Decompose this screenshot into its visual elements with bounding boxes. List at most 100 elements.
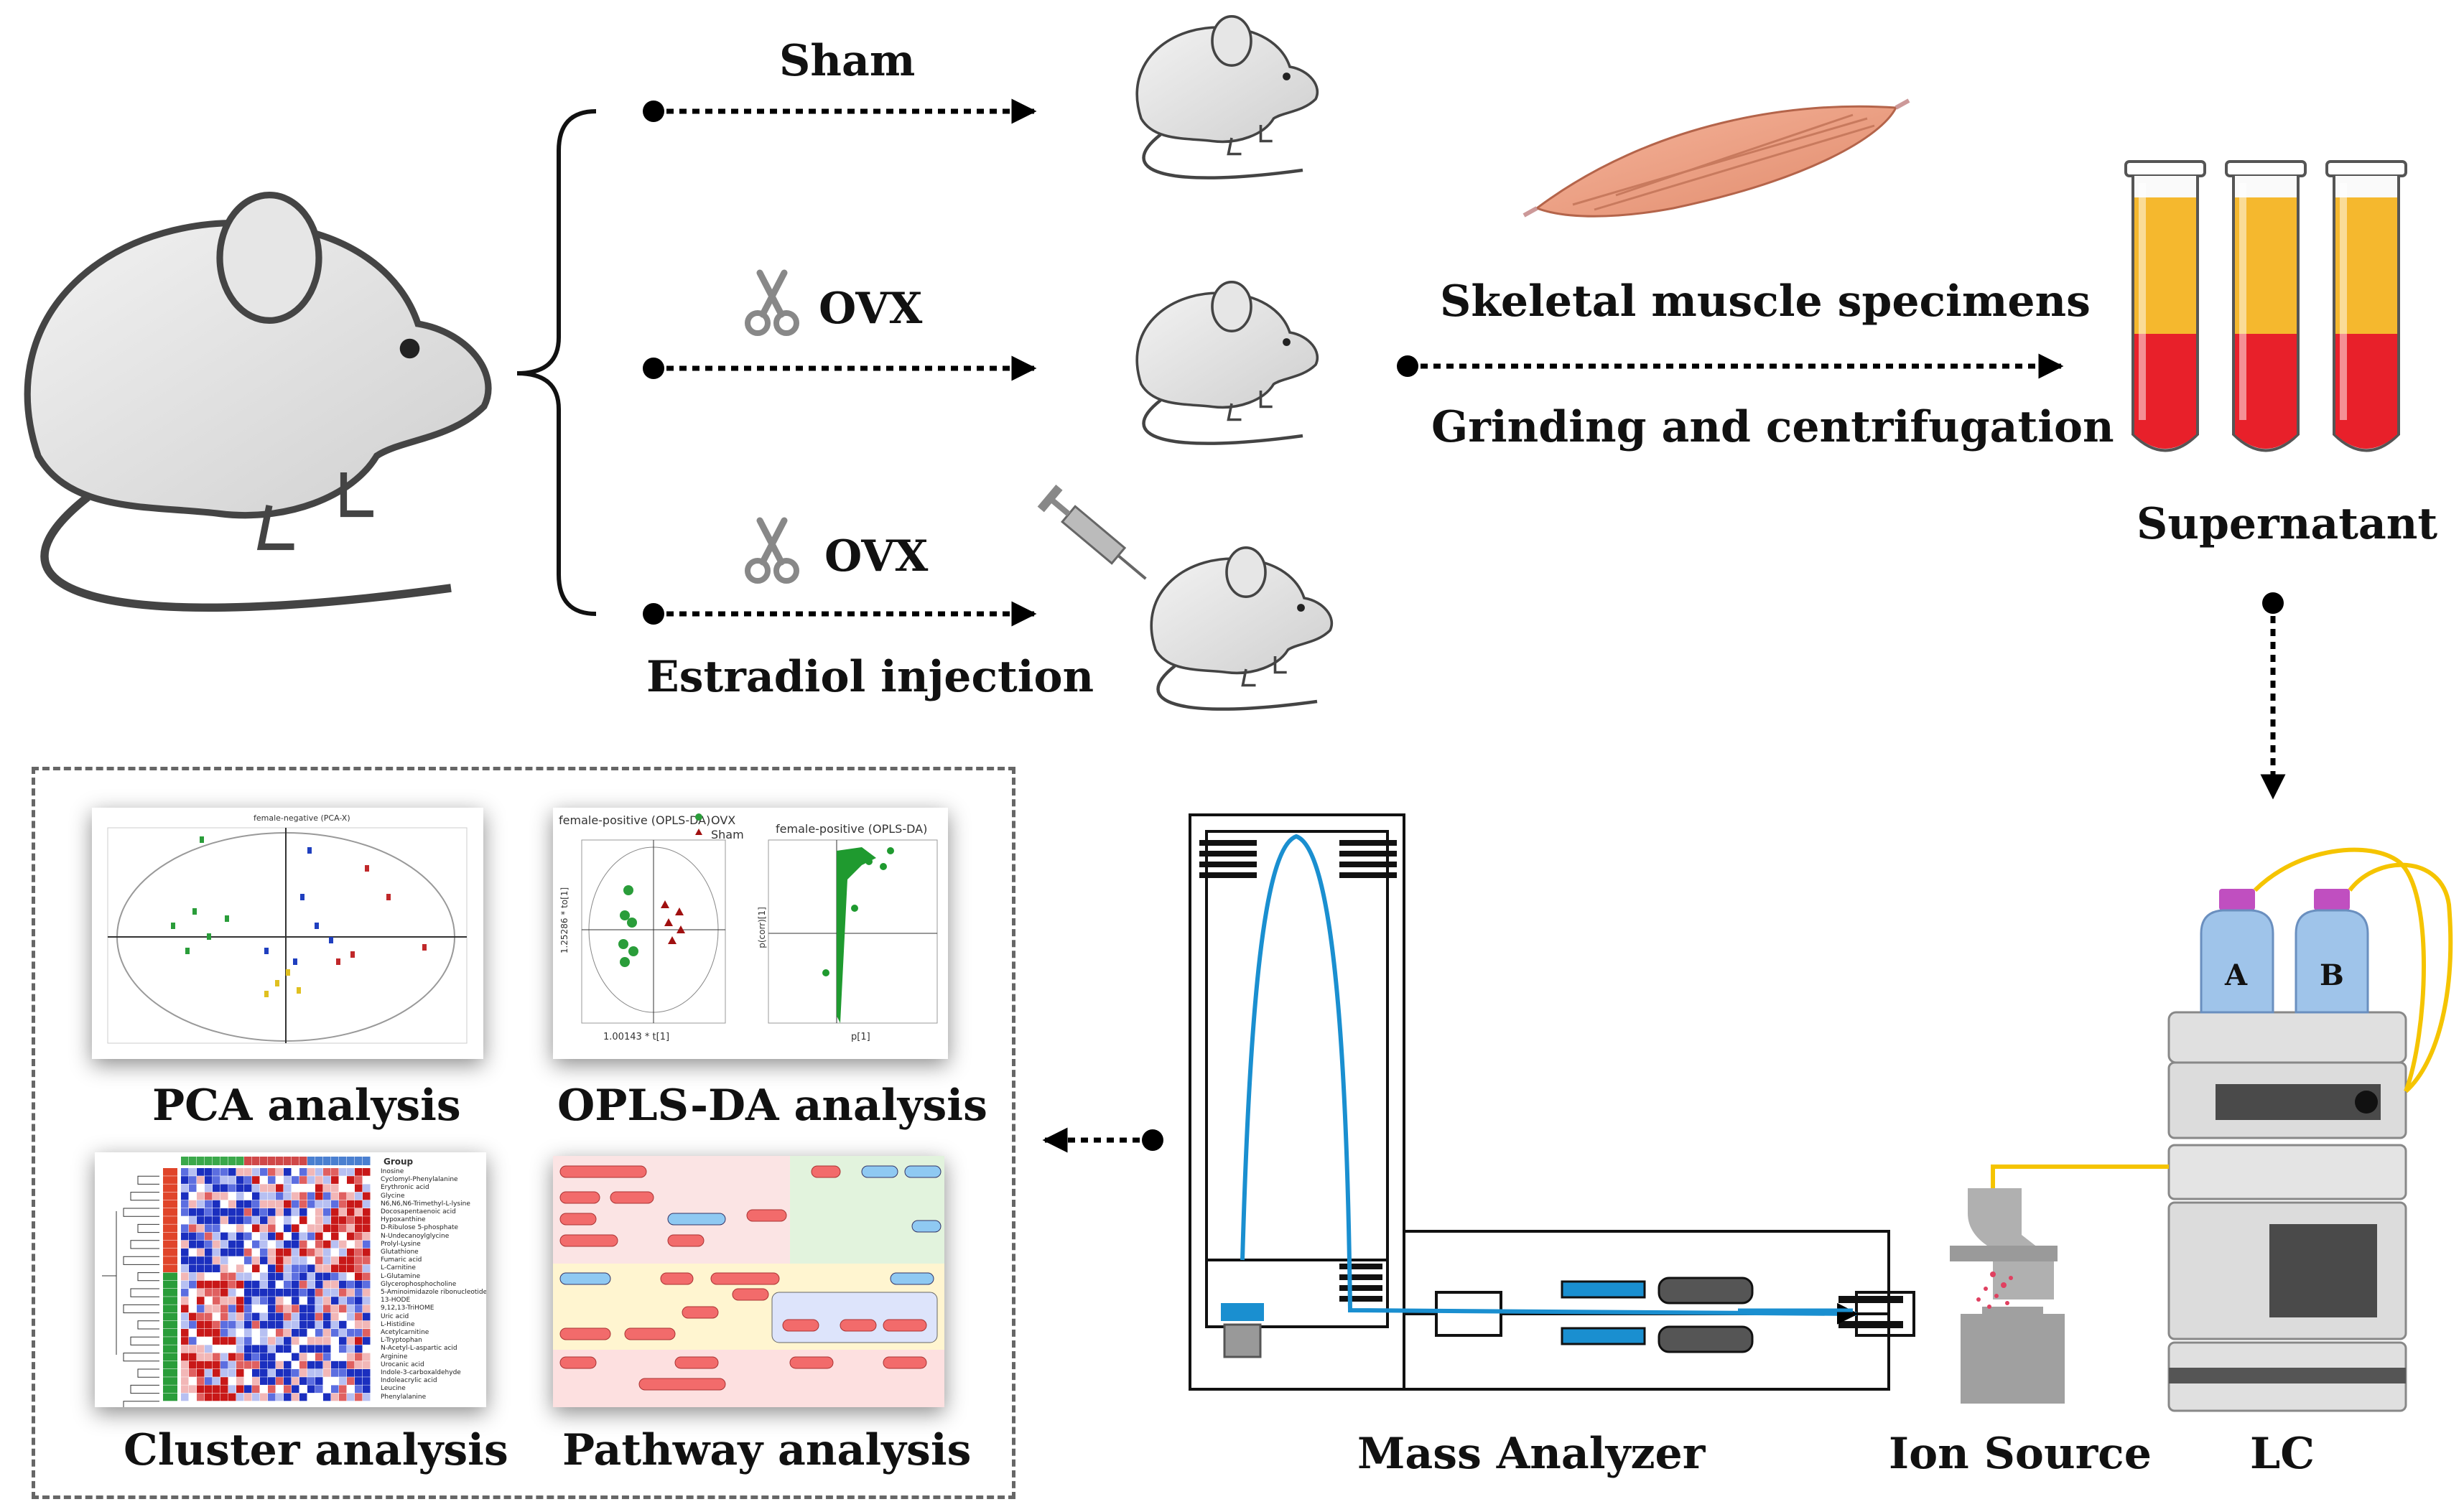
heatmap-cell — [252, 1305, 260, 1313]
heatmap-cell — [339, 1393, 347, 1401]
heatmap-cell — [363, 1337, 371, 1345]
heatmap-cell — [339, 1264, 347, 1273]
heatmap-cell — [189, 1240, 197, 1249]
heatmap-cell — [213, 1312, 220, 1321]
heatmap-cell — [307, 1249, 315, 1256]
heatmap-dendrogram — [102, 1175, 159, 1407]
heatmap-cell — [276, 1224, 284, 1233]
heatmap-cell — [244, 1312, 252, 1321]
heatmap-row-annotation — [163, 1369, 177, 1377]
heatmap-cell — [220, 1208, 228, 1216]
heatmap-cell — [268, 1345, 276, 1353]
heatmap-cell — [363, 1224, 371, 1233]
heatmap-cell — [205, 1224, 213, 1233]
heatmap-cell — [355, 1216, 363, 1224]
heatmap-cell — [276, 1337, 284, 1345]
heatmap-cell — [244, 1192, 252, 1200]
heatmap-cell — [299, 1208, 307, 1216]
heatmap-cell — [244, 1232, 252, 1241]
heatmap-cell — [315, 1176, 323, 1184]
heatmap-cell — [244, 1369, 252, 1377]
heatmap-cell — [236, 1249, 244, 1256]
heatmap-cell — [339, 1377, 347, 1385]
heatmap-cell — [213, 1329, 220, 1337]
heatmap-cell — [315, 1256, 323, 1264]
heatmap-cell — [197, 1337, 205, 1345]
heatmap-cell — [181, 1264, 189, 1273]
heatmap-cell — [292, 1305, 299, 1313]
heatmap-cell — [189, 1249, 197, 1256]
heatmap-cell — [307, 1176, 315, 1184]
heatmap-cell — [236, 1353, 244, 1361]
heatmap-cell — [228, 1184, 236, 1193]
heatmap-group-bar — [355, 1157, 363, 1165]
heatmap-cell — [339, 1280, 347, 1289]
heatmap-cell — [299, 1385, 307, 1394]
heatmap-cell — [363, 1377, 371, 1385]
heatmap-cell — [355, 1249, 363, 1256]
heatmap-cell — [236, 1377, 244, 1385]
heatmap-cell — [284, 1337, 292, 1345]
heatmap-cell — [197, 1216, 205, 1224]
heatmap-row-annotation — [163, 1192, 177, 1200]
heatmap-cell — [307, 1200, 315, 1208]
heatmap-cell — [331, 1280, 339, 1289]
heatmap-cell — [260, 1329, 268, 1337]
pca-analysis-label: PCA analysis — [152, 1081, 461, 1131]
heatmap-cell — [260, 1208, 268, 1216]
heatmap-cell — [284, 1240, 292, 1249]
heatmap-cell — [323, 1184, 331, 1193]
heatmap-cell — [331, 1208, 339, 1216]
heatmap-cell — [339, 1312, 347, 1321]
heatmap-cell — [213, 1369, 220, 1377]
heatmap-cell — [331, 1192, 339, 1200]
heatmap-cell — [197, 1305, 205, 1313]
heatmap-cell — [355, 1200, 363, 1208]
heatmap-cell — [244, 1361, 252, 1369]
heatmap-cell — [189, 1264, 197, 1273]
heatmap-cell — [276, 1168, 284, 1176]
heatmap-cell — [299, 1168, 307, 1176]
heatmap-cell — [331, 1249, 339, 1256]
heatmap-cell — [181, 1216, 189, 1224]
heatmap-cell — [276, 1393, 284, 1401]
heatmap-cell — [205, 1192, 213, 1200]
heatmap-cell — [205, 1312, 213, 1321]
heatmap-cell — [323, 1312, 331, 1321]
heatmap-cell — [213, 1256, 220, 1264]
heatmap-cell — [315, 1385, 323, 1394]
heatmap-cell — [244, 1216, 252, 1224]
heatmap-cell — [181, 1385, 189, 1394]
heatmap-cell — [220, 1264, 228, 1273]
heatmap-cell — [339, 1345, 347, 1353]
heatmap-cell — [197, 1256, 205, 1264]
heatmap-cell — [315, 1377, 323, 1385]
heatmap-cell — [236, 1361, 244, 1369]
heatmap-row-annotation — [163, 1320, 177, 1329]
heatmap-cell — [355, 1329, 363, 1337]
heatmap-cell — [292, 1176, 299, 1184]
heatmap-cell — [244, 1305, 252, 1313]
heatmap-cell — [347, 1377, 355, 1385]
heatmap-cell — [363, 1264, 371, 1273]
heatmap-cell — [276, 1216, 284, 1224]
heatmap-cell — [189, 1329, 197, 1337]
heatmap-cell — [236, 1393, 244, 1401]
heatmap-cell — [347, 1305, 355, 1313]
heatmap-cell — [268, 1232, 276, 1241]
heatmap-cell — [323, 1385, 331, 1394]
heatmap-cell — [355, 1272, 363, 1281]
heatmap-cell — [315, 1369, 323, 1377]
heatmap-cell — [228, 1224, 236, 1233]
heatmap-cell — [276, 1192, 284, 1200]
heatmap-cell — [347, 1272, 355, 1281]
heatmap-cell — [276, 1176, 284, 1184]
heatmap-cell — [363, 1353, 371, 1361]
heatmap-row-annotation — [163, 1353, 177, 1361]
heatmap-cell — [307, 1272, 315, 1281]
heatmap-cell — [363, 1345, 371, 1353]
heatmap-cell — [220, 1312, 228, 1321]
heatmap-cell — [252, 1192, 260, 1200]
heatmap-cell — [268, 1305, 276, 1313]
cluster-row-label: Fumaric acid — [381, 1256, 422, 1264]
